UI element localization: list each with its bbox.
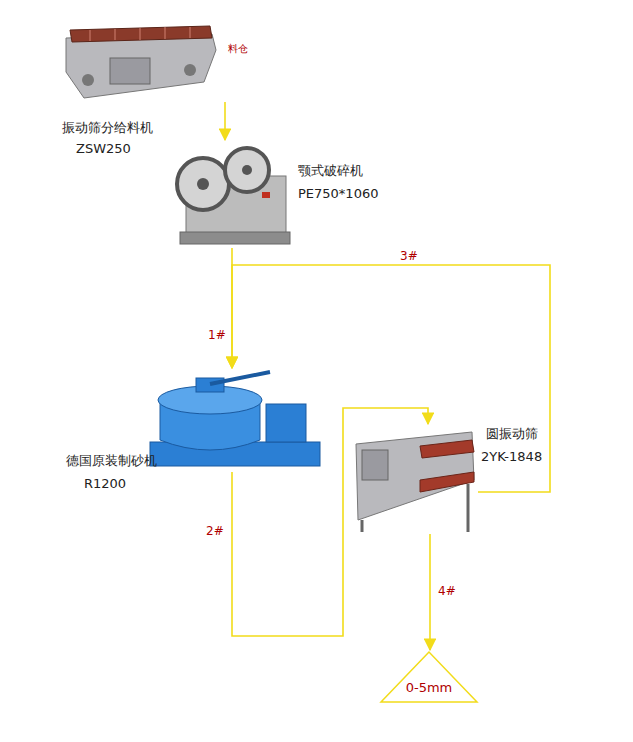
grate-bar xyxy=(90,30,91,41)
machine-model: PE750*1060 xyxy=(298,186,378,202)
feeder-machine: 振动筛分给料机ZSW250 xyxy=(60,22,232,102)
machine-name: 德国原装制砂机 xyxy=(66,453,157,469)
crusher-machine: 颚式破碎机PE750*1060 xyxy=(170,140,290,248)
flow-line xyxy=(429,534,431,650)
screen-exciter xyxy=(362,450,388,480)
feeder-vibrator xyxy=(110,58,150,84)
stream-number: 2# xyxy=(204,524,226,538)
stream-number: 3# xyxy=(398,249,420,263)
flywheel xyxy=(177,158,229,210)
product-pile-node: 0-5mm xyxy=(380,650,478,704)
part-label: 料仓 xyxy=(228,43,248,55)
screen-machine: 圆振动筛2YK-1848 xyxy=(350,424,478,534)
product-pile xyxy=(381,652,477,702)
feeder-trough xyxy=(66,34,216,98)
sand-maker-arm xyxy=(210,372,270,384)
feeder-spring xyxy=(82,74,94,86)
screen-leg xyxy=(467,484,470,532)
flow-line xyxy=(224,102,226,140)
flow-line xyxy=(232,265,550,492)
jaw-crusher-illustration xyxy=(177,148,290,244)
flow-line xyxy=(232,408,428,636)
sand-maker-motor xyxy=(266,404,306,442)
flywheel-hub xyxy=(197,178,209,190)
feeder-illustration xyxy=(66,26,216,98)
screen-deck xyxy=(420,440,474,458)
stream-number: 1# xyxy=(206,328,228,342)
feeder-spring xyxy=(184,64,196,76)
sand-maker-machine: 德国原装制砂机R1200 xyxy=(145,368,323,472)
machine-name: 振动筛分给料机 xyxy=(62,120,153,136)
machine-model: 2YK-1848 xyxy=(481,449,542,465)
machine-model: R1200 xyxy=(84,476,126,492)
machine-name: 0-5mm xyxy=(406,680,453,696)
screen-box xyxy=(356,432,474,520)
grate-bar xyxy=(165,27,166,39)
machine-name: 圆振动筛 xyxy=(486,426,538,442)
crusher-base xyxy=(180,232,290,244)
feeder-grate xyxy=(70,26,212,42)
flywheel xyxy=(225,148,269,192)
screen-illustration xyxy=(356,432,474,532)
flywheel-hub xyxy=(242,165,252,175)
screen-leg xyxy=(361,520,364,532)
sand-maker-illustration xyxy=(150,372,320,466)
machine-name: 颚式破碎机 xyxy=(298,163,363,179)
screen-deck xyxy=(420,472,474,492)
grate-bar xyxy=(115,29,116,40)
machine-model: ZSW250 xyxy=(76,141,131,157)
stream-number: 4# xyxy=(436,584,458,598)
grate-bar xyxy=(190,27,191,38)
crusher-badge xyxy=(262,192,270,198)
grate-bar xyxy=(140,28,141,40)
